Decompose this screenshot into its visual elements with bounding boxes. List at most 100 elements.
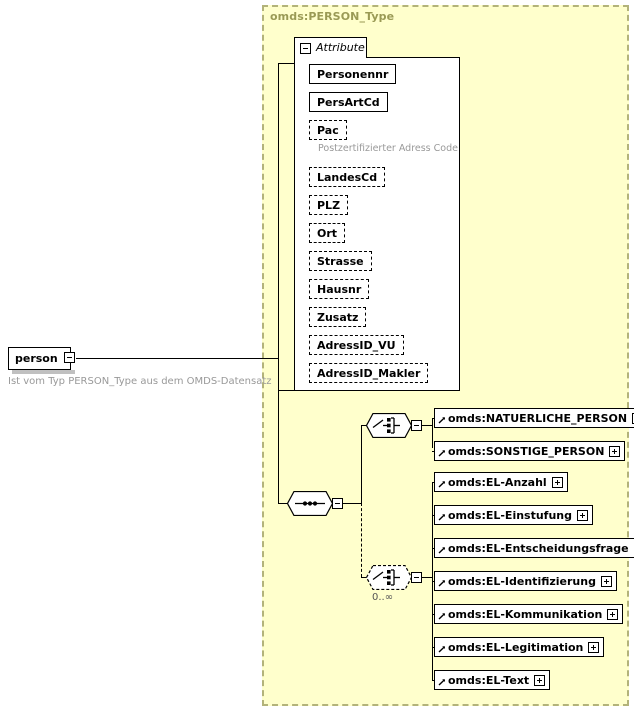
element-label: omds:EL-Einstufung	[448, 508, 573, 522]
attribute-label: Ort	[317, 226, 338, 240]
element-label: omds:EL-Legitimation	[448, 640, 584, 654]
root-element-label: person	[15, 352, 58, 365]
connector-element-leader	[432, 614, 435, 615]
element-expand-icon[interactable]	[534, 674, 546, 686]
attribute-tab-label: Attribute	[316, 41, 365, 54]
connector-element-leader	[432, 515, 435, 516]
element-el-identifizierung[interactable]: omds:EL-Identifizierung	[434, 571, 620, 594]
connector-element-leader	[432, 482, 435, 483]
attribute-strasse[interactable]: Strasse	[309, 251, 375, 274]
choice-icon	[366, 413, 412, 438]
connector-choice-person-out	[422, 425, 432, 426]
attribute-landescd[interactable]: LandesCd	[309, 167, 389, 190]
element-expand-icon[interactable]	[588, 641, 600, 653]
element-reference-arrow-icon	[438, 417, 445, 424]
attribute-collapse-icon[interactable]	[300, 43, 311, 54]
attribute-persartcd[interactable]: PersArtCd	[309, 92, 391, 115]
attribute-tab[interactable]: Attribute	[294, 37, 367, 58]
sequence-icon	[287, 491, 333, 516]
element-label: omds:NATUERLICHE_PERSON	[448, 411, 628, 425]
element-label: omds:EL-Text	[448, 673, 530, 687]
connector-element-leader	[432, 548, 435, 549]
attribute-adressid-makler[interactable]: AdressID_Makler	[309, 363, 432, 386]
attribute-label: LandesCd	[317, 170, 378, 184]
element-reference-arrow-icon	[438, 450, 445, 457]
element-natuerliche_person[interactable]: omds:NATUERLICHE_PERSON	[434, 408, 634, 431]
element-el-text[interactable]: omds:EL-Text	[434, 670, 554, 693]
connector-trunk-up	[278, 63, 279, 359]
connector-trunk-down	[278, 358, 279, 503]
attribute-label: Zusatz	[317, 310, 359, 324]
attribute-label: Personennr	[317, 67, 389, 81]
connector-element-leader	[432, 680, 435, 681]
connector-element-leader	[432, 451, 435, 452]
connector-person-trunk	[76, 358, 278, 359]
compositor-choice-person[interactable]	[366, 413, 422, 442]
attribute-label: PLZ	[317, 198, 341, 212]
attribute-pac[interactable]: Pac	[309, 120, 350, 143]
connector-choice-person-in	[361, 425, 367, 426]
connector-element-leader	[432, 581, 435, 582]
type-container-title: omds:PERSON_Type	[270, 10, 395, 23]
connector-element-leader	[432, 418, 435, 419]
attribute-label: AdressID_VU	[317, 338, 396, 352]
element-label: omds:EL-Entscheidungsfrage	[448, 541, 629, 555]
element-expand-icon[interactable]	[551, 476, 563, 488]
element-el-legitimation[interactable]: omds:EL-Legitimation	[434, 637, 608, 660]
connector-sequence-to-choice-person	[361, 425, 362, 503]
element-label: omds:SONSTIGE_PERSON	[448, 444, 605, 458]
compositor-choice-el-cardinality: 0..∞	[372, 592, 394, 603]
element-el-entscheidungsfrage[interactable]: omds:EL-Entscheidungsfrage	[434, 538, 634, 561]
attribute-hausnr[interactable]: Hausnr	[309, 279, 373, 302]
element-reference-arrow-icon	[438, 580, 445, 587]
connector-element-leader	[432, 647, 435, 648]
compositor-choice-person-collapse-icon[interactable]	[411, 420, 422, 431]
attribute-label: Hausnr	[317, 282, 362, 296]
element-expand-icon[interactable]	[600, 575, 612, 587]
element-expand-icon[interactable]	[609, 445, 621, 457]
connector-sequence-out	[343, 503, 361, 504]
attribute-label: PersArtCd	[317, 95, 380, 109]
compositor-choice-el-collapse-icon[interactable]	[411, 572, 422, 583]
element-label: omds:EL-Identifizierung	[448, 574, 596, 588]
compositor-sequence-collapse-icon[interactable]	[332, 498, 343, 509]
attribute-label: Pac	[317, 123, 339, 137]
element-el-kommunikation[interactable]: omds:EL-Kommunikation	[434, 604, 627, 627]
element-expand-icon[interactable]	[607, 608, 619, 620]
connector-choice-el-in	[361, 577, 367, 578]
attribute-ort[interactable]: Ort	[309, 223, 349, 246]
connector-trunk-to-sequence	[278, 503, 287, 504]
root-element-collapse-icon[interactable]	[64, 352, 75, 363]
attribute-zusatz[interactable]: Zusatz	[309, 307, 370, 330]
element-el-anzahl[interactable]: omds:EL-Anzahl	[434, 472, 571, 495]
attribute-personennr[interactable]: Personennr	[309, 64, 400, 87]
attribute-label: Strasse	[317, 254, 364, 268]
root-element-shadow	[12, 370, 75, 374]
element-reference-arrow-icon	[438, 613, 445, 620]
connector-trunk-to-attr-top	[278, 63, 295, 64]
attribute-label: AdressID_Makler	[317, 366, 421, 380]
root-element-person[interactable]: person	[8, 347, 71, 370]
root-element-annotation: Ist vom Typ PERSON_Type aus dem OMDS-Dat…	[8, 376, 272, 387]
attribute-adressid-vu[interactable]: AdressID_VU	[309, 335, 407, 358]
element-expand-icon[interactable]	[577, 509, 589, 521]
element-reference-arrow-icon	[438, 547, 445, 554]
compositor-sequence[interactable]	[287, 491, 343, 520]
element-reference-arrow-icon	[438, 679, 445, 686]
element-reference-arrow-icon	[438, 481, 445, 488]
element-expand-icon[interactable]	[632, 412, 634, 424]
attribute-tab-seam	[295, 56, 366, 59]
element-el-einstufung[interactable]: omds:EL-Einstufung	[434, 505, 597, 528]
element-label: omds:EL-Anzahl	[448, 475, 547, 489]
element-label: omds:EL-Kommunikation	[448, 607, 603, 621]
connector-choice-person-bus	[432, 418, 433, 448]
connector-trunk-to-attr-bottom	[278, 390, 295, 391]
attribute-plz[interactable]: PLZ	[309, 195, 352, 218]
element-reference-arrow-icon	[438, 514, 445, 521]
attribute-annotation: Postzertifizierter Adress Code	[318, 143, 458, 154]
connector-choice-el-out	[422, 577, 432, 578]
compositor-choice-el[interactable]	[366, 565, 422, 594]
element-reference-arrow-icon	[438, 646, 445, 653]
element-sonstige_person[interactable]: omds:SONSTIGE_PERSON	[434, 441, 629, 464]
